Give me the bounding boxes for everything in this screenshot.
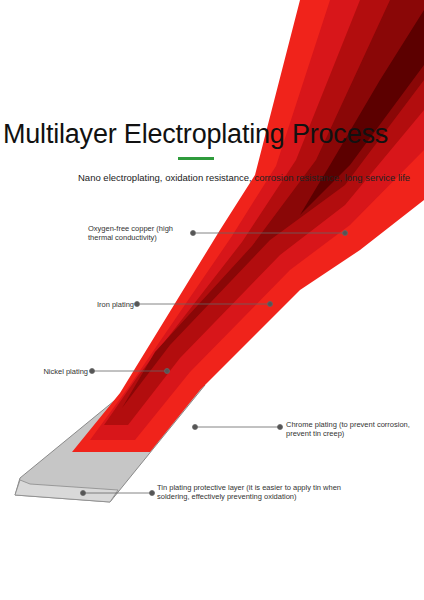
nickel-layer	[90, 0, 424, 440]
callout-label: Nickel plating	[43, 367, 88, 376]
subtitle: Nano electroplating, oxidation resistanc…	[78, 172, 410, 184]
callout-label: Tin plating protective layer (it is easi…	[157, 483, 362, 502]
title-underline	[178, 157, 214, 160]
iron-layer	[104, 0, 424, 425]
copper-core	[300, 10, 424, 215]
chrome-layer	[72, 0, 424, 452]
leader-lines	[81, 231, 348, 496]
copper-layer	[122, 0, 424, 408]
diagram-title: Multilayer Electroplating Process	[3, 118, 388, 152]
chisel-face	[15, 480, 118, 502]
callout-label: Oxygen-free copper (high thermal conduct…	[88, 224, 190, 243]
callout-label: Iron plating	[97, 300, 134, 309]
callout-label: Chrome plating (to prevent corrosion, pr…	[286, 420, 418, 439]
